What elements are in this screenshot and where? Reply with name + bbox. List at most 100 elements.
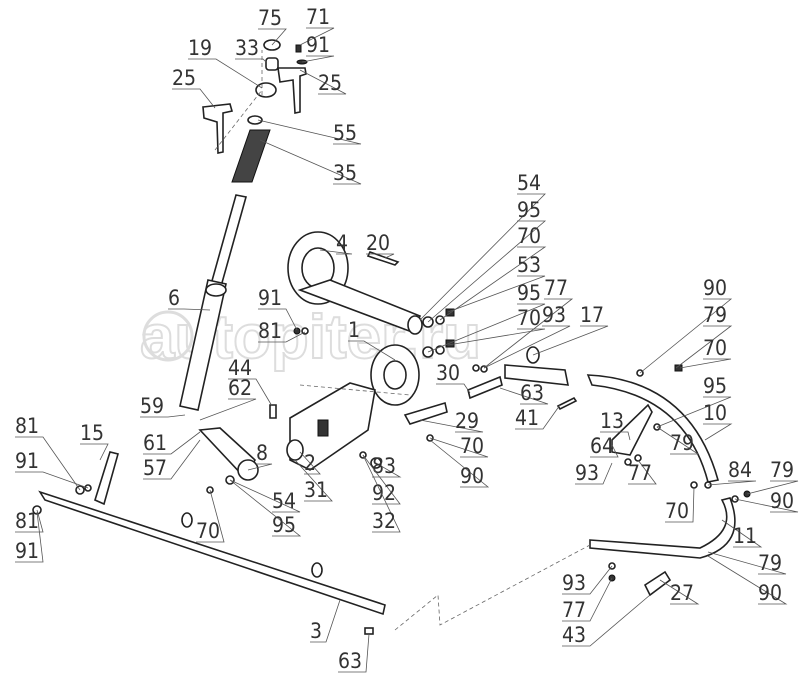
assembly-lines xyxy=(214,50,591,631)
callout-label: 77 xyxy=(544,276,568,300)
callout-label: 29 xyxy=(455,409,479,433)
leader-line xyxy=(196,489,225,543)
leader-line xyxy=(228,378,273,407)
callout-label: 13 xyxy=(600,409,624,433)
callout-label: 77 xyxy=(628,461,652,485)
callout-label: 71 xyxy=(306,5,330,29)
leader-line xyxy=(429,439,490,488)
callout-label: 95 xyxy=(703,374,727,398)
callout-label: 57 xyxy=(143,456,167,480)
callout-label: 81 xyxy=(15,414,39,438)
callout-label: 35 xyxy=(333,161,357,185)
arc-bracket-11 xyxy=(589,497,736,559)
callout-label: 90 xyxy=(770,489,794,513)
callout-label: 31 xyxy=(304,478,328,502)
leader-line xyxy=(235,58,267,63)
leader-line xyxy=(15,509,44,533)
plate-2 xyxy=(286,382,376,471)
leader-line xyxy=(419,193,546,321)
callout-label: 92 xyxy=(372,481,396,505)
leader-line xyxy=(562,565,613,595)
leader-line xyxy=(707,480,757,486)
bolt-41 xyxy=(556,396,578,411)
leader-line xyxy=(258,308,298,331)
leader-line xyxy=(562,577,613,622)
leader-line xyxy=(656,426,700,455)
callout-label: 1 xyxy=(348,318,360,342)
leader-line xyxy=(483,325,571,369)
callout-label: 43 xyxy=(562,623,586,647)
callout-label: 75 xyxy=(258,6,282,30)
callout-label: 32 xyxy=(372,509,396,533)
leader-line xyxy=(80,443,109,461)
leader-line xyxy=(140,414,186,418)
callout-label: 54 xyxy=(517,171,541,195)
callout-label: 63 xyxy=(338,649,362,673)
leader-line xyxy=(436,383,471,394)
leader-line xyxy=(427,303,546,353)
callout-label: 59 xyxy=(140,394,164,418)
callout-label: 90 xyxy=(703,276,727,300)
callout-label: 70 xyxy=(517,224,541,248)
leader-line xyxy=(483,298,574,369)
spring xyxy=(231,129,271,183)
upper-bracket-assembly xyxy=(202,39,308,154)
leader-line xyxy=(703,423,733,441)
leader-line xyxy=(721,519,763,548)
callout-label: 8 xyxy=(256,441,268,465)
callout-label: 90 xyxy=(460,464,484,488)
callout-label: 91 xyxy=(306,33,330,57)
leader-line xyxy=(656,396,732,428)
leader-line xyxy=(143,431,201,455)
callout-label: 63 xyxy=(520,381,544,405)
leader-line xyxy=(734,498,799,513)
callout-label: 91 xyxy=(15,539,39,563)
leader-line xyxy=(259,139,362,185)
callout-label: 3 xyxy=(310,619,322,643)
leader-line xyxy=(419,419,484,433)
leader-line xyxy=(675,325,733,369)
leader-line xyxy=(319,249,353,255)
callout-label: 10 xyxy=(703,401,727,425)
callout-label: 64 xyxy=(590,434,614,458)
plate-29 xyxy=(403,401,448,425)
callout-label: 20 xyxy=(366,231,390,255)
leader-line xyxy=(429,437,489,458)
callout-label: 95 xyxy=(517,198,541,222)
leader-line xyxy=(338,633,370,673)
leader-line xyxy=(15,511,44,563)
leader-line xyxy=(707,551,787,575)
leader-line xyxy=(590,444,619,458)
leader-line xyxy=(229,479,302,537)
lever-8 xyxy=(198,427,259,481)
leader-line xyxy=(746,480,799,495)
leader-line xyxy=(143,439,201,480)
callout-label: 61 xyxy=(143,431,167,455)
callout-label: 70 xyxy=(196,519,220,543)
leader-line xyxy=(299,27,335,46)
watermark-logo xyxy=(142,310,194,362)
callout-label: 27 xyxy=(670,581,694,605)
callout-label: 62 xyxy=(228,376,252,400)
callout-label: 79 xyxy=(670,431,694,455)
leader-line xyxy=(258,331,306,343)
leader-line xyxy=(372,462,402,478)
callout-label: 15 xyxy=(80,421,104,445)
leader-line xyxy=(348,340,396,361)
callout-label: 90 xyxy=(758,581,782,605)
callout-label: 95 xyxy=(272,513,296,537)
bracket-13 xyxy=(611,403,653,456)
leader-line xyxy=(257,119,362,145)
callout-label: 33 xyxy=(235,36,259,60)
callout-label: 25 xyxy=(172,66,196,90)
leader-line xyxy=(299,69,347,95)
support-post xyxy=(179,194,248,411)
leader-line xyxy=(299,451,321,475)
leader-line xyxy=(628,459,657,485)
wheel-assembly-4 xyxy=(287,231,423,335)
leader-line xyxy=(366,253,395,259)
callout-label: 2 xyxy=(304,451,316,475)
